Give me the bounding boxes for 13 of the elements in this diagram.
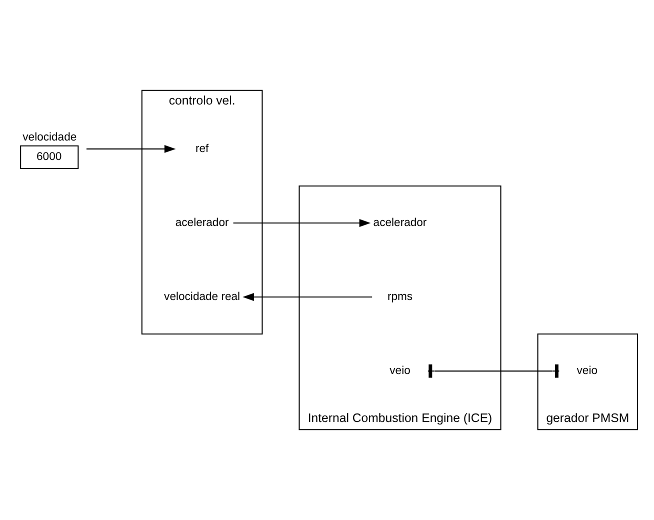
- node-text: ref: [195, 142, 209, 155]
- node-text: velocidade real: [164, 290, 240, 303]
- connector: [428, 364, 560, 378]
- node-box: 6000: [20, 145, 79, 169]
- node-text: veio: [576, 364, 598, 377]
- node-text: rpms: [387, 290, 413, 303]
- arrow: [242, 293, 372, 301]
- node-text: acelerador: [175, 216, 229, 229]
- node-text: veio: [390, 364, 410, 377]
- arrow: [233, 219, 371, 227]
- arrow: [86, 144, 176, 153]
- node-label: velocidade: [22, 132, 77, 144]
- node-text: acelerador: [373, 216, 427, 229]
